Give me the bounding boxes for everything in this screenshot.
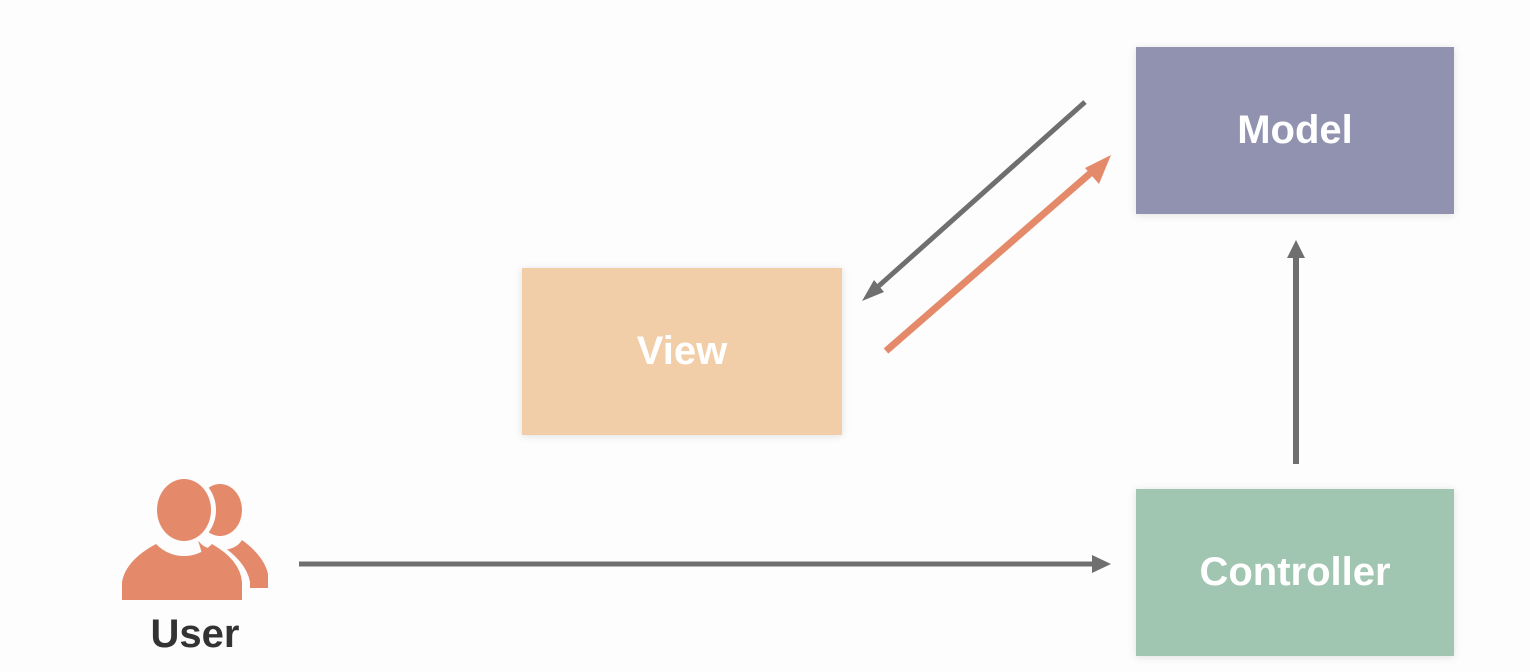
arrow-view-to-model [883, 155, 1111, 354]
arrow-model-to-view [862, 100, 1087, 301]
model-box: Model [1136, 47, 1454, 214]
users-icon [116, 478, 268, 604]
view-box: View [522, 268, 842, 435]
model-label: Model [1237, 108, 1353, 152]
controller-box: Controller [1136, 489, 1454, 656]
controller-label: Controller [1199, 550, 1391, 594]
user-label: User [150, 612, 240, 656]
arrow-user-to-controller [299, 555, 1111, 573]
arrow-controller-to-model [1287, 240, 1305, 464]
view-label: View [636, 329, 728, 373]
